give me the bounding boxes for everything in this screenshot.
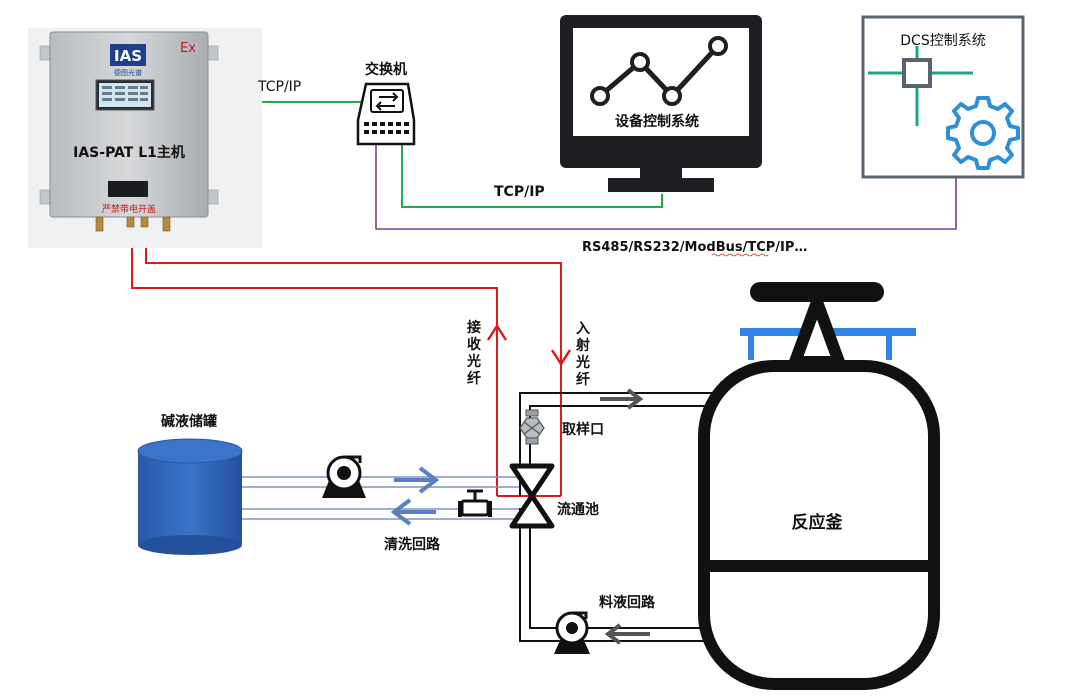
device-control-monitor: 设备控制系统	[560, 15, 762, 192]
reactor-vessel	[698, 282, 940, 690]
host-lower-display	[108, 181, 148, 197]
ethernet-line-switch-monitor	[401, 144, 663, 208]
svg-text:入: 入	[576, 321, 590, 337]
host-connectors	[95, 216, 171, 232]
flow-arrow-out-icon	[600, 388, 644, 410]
feed-loop-label: 料液回路	[599, 594, 656, 611]
host-logo: IAS	[114, 47, 142, 65]
monitor-label: 设备控制系统	[615, 113, 699, 130]
link-label-switch-monitor: TCP/IP	[494, 184, 545, 200]
flow-cell-label: 流通池	[557, 501, 599, 518]
trend-chart-icon	[598, 44, 720, 100]
svg-text:纤: 纤	[576, 371, 590, 388]
flow-arrow-left-icon	[390, 498, 436, 526]
flow-arrow-in-icon	[604, 623, 650, 645]
link-label-host-switch: TCP/IP	[257, 79, 301, 95]
svg-text:光: 光	[466, 353, 481, 370]
feed-pump-icon	[554, 611, 590, 654]
receive-fiber	[131, 220, 498, 496]
link-label-bus: RS485/RS232/ModBus/TCP/IP…	[582, 240, 807, 255]
svg-text:射: 射	[575, 337, 590, 354]
dcs-control-system: DCS控制系统	[861, 15, 1025, 179]
spellcheck-underline	[711, 253, 769, 257]
incident-fiber-label: 入 射 光 纤	[575, 321, 590, 388]
svg-text:接: 接	[467, 319, 481, 336]
receive-fiber-label: 接 收 光 纤	[466, 319, 482, 387]
host-name: IAS-PAT L1主机	[73, 144, 185, 161]
host-warning: 严禁带电开盖	[102, 203, 156, 215]
sampling-port-icon	[519, 409, 545, 445]
dcs-label: DCS控制系统	[900, 33, 985, 49]
svg-text:收: 收	[467, 336, 482, 353]
host-logo-sub: 德图光谱	[114, 68, 142, 77]
flow-cell-icon	[509, 463, 555, 529]
network-switch: 交换机	[356, 61, 416, 146]
reactor-label: 反应釜	[792, 512, 844, 533]
incident-arrow-down	[550, 349, 572, 367]
ex-mark: Ex	[180, 41, 196, 56]
receive-arrow-up	[486, 323, 508, 341]
host-device: IAS 德图光谱 Ex IAS-PAT L1主机 严禁带电开盖	[28, 28, 262, 248]
pump-icon	[322, 455, 366, 498]
valve-icon	[458, 489, 492, 517]
bus-line	[375, 144, 957, 230]
sampling-port-label: 取样口	[562, 421, 604, 438]
svg-text:纤: 纤	[467, 370, 481, 387]
svg-text:光: 光	[575, 354, 590, 371]
alkali-tank	[137, 438, 243, 555]
flow-arrow-right-icon	[394, 466, 440, 494]
tank-label: 碱液储罐	[161, 413, 217, 430]
cleaning-loop-label: 清洗回路	[384, 536, 441, 553]
gear-icon	[946, 96, 1020, 170]
switch-label: 交换机	[365, 61, 407, 78]
